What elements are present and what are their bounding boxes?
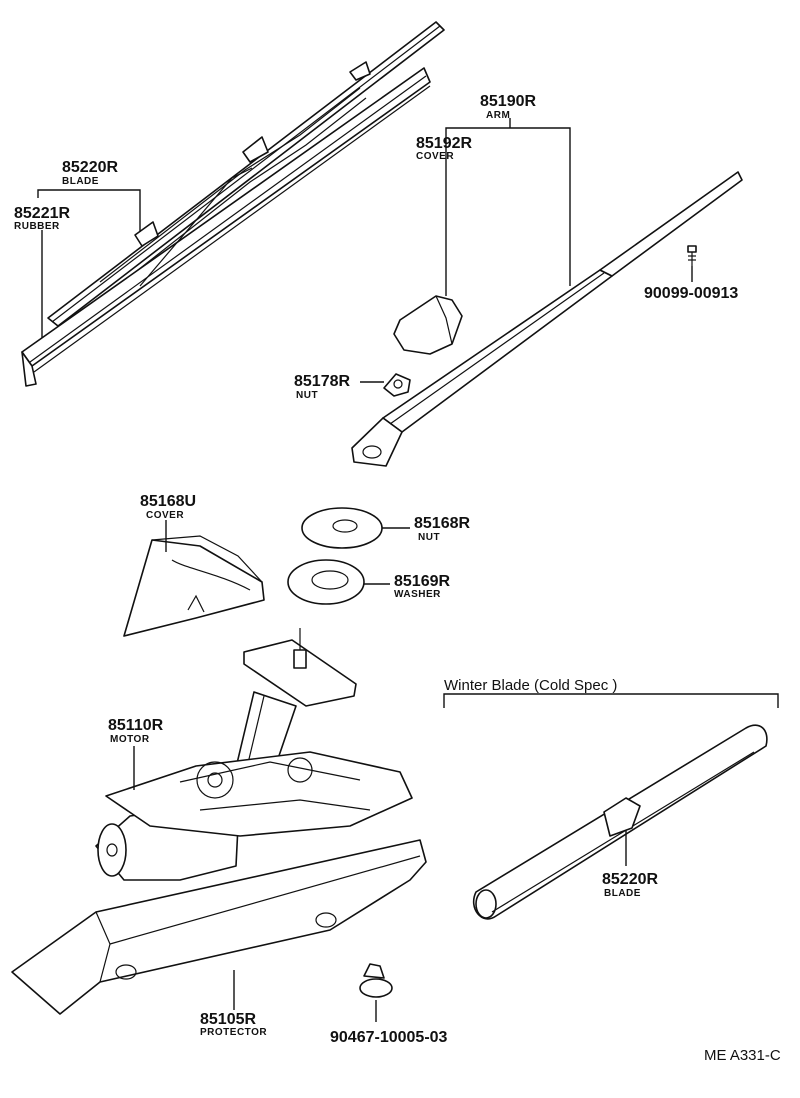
part-number: 85220R xyxy=(602,871,658,888)
label-rubber: 85221R RUBBER xyxy=(14,205,70,232)
label-pivot-nut: 85168R NUT xyxy=(414,515,470,543)
washer-drawing xyxy=(287,559,365,605)
part-name: BLADE xyxy=(62,176,99,187)
screw-drawing xyxy=(687,245,697,266)
label-winter-header: Winter Blade (Cold Spec ) xyxy=(444,677,617,694)
label-arm-nut: 85178R NUT xyxy=(294,373,350,401)
clip-drawing xyxy=(359,963,393,998)
motor-cover-drawing xyxy=(123,535,265,637)
part-name: COVER xyxy=(146,510,184,521)
arm-nut-drawing xyxy=(383,373,411,397)
label-washer: 85169R WASHER xyxy=(394,573,450,600)
part-number: 85220R xyxy=(62,159,118,176)
label-motor-cover: 85168U COVER xyxy=(140,493,196,521)
leader-lines xyxy=(37,118,779,1022)
label-arm-cover: 85192R COVER xyxy=(416,135,472,162)
label-screw: 90099-00913 xyxy=(644,285,738,302)
part-name: NUT xyxy=(418,532,440,543)
label-protector: 85105R PROTECTOR xyxy=(200,1011,267,1038)
arm-drawing xyxy=(351,171,743,467)
part-name: WASHER xyxy=(394,589,441,600)
part-number: 85105R xyxy=(200,1011,256,1028)
drawing-code: ME A331-C xyxy=(704,1047,781,1064)
pivot-nut-drawing xyxy=(301,507,383,549)
label-motor: 85110R MOTOR xyxy=(108,717,164,745)
part-number: 85169R xyxy=(394,573,450,590)
rubber-drawing xyxy=(21,67,431,387)
part-number: 90467-10005-03 xyxy=(330,1029,448,1046)
arm-cover-drawing xyxy=(393,295,463,355)
label-drawing-code: ME A331-C xyxy=(704,1047,781,1064)
part-number: 85192R xyxy=(416,135,472,152)
part-name: COVER xyxy=(416,151,454,162)
motor-drawing xyxy=(95,628,413,881)
part-name: ARM xyxy=(486,110,510,121)
part-number: 85221R xyxy=(14,205,70,222)
part-number: 85190R xyxy=(480,93,536,110)
label-clip: 90467-10005-03 xyxy=(330,1029,448,1046)
label-arm: 85190R ARM xyxy=(480,93,536,121)
part-number: 85110R xyxy=(108,717,164,734)
part-number: 85178R xyxy=(294,373,350,390)
blade-top-drawing xyxy=(47,21,445,327)
label-winter-blade: 85220R BLADE xyxy=(602,871,658,899)
part-number: 85168R xyxy=(414,515,470,532)
part-name: NUT xyxy=(296,390,318,401)
winter-section-header: Winter Blade (Cold Spec ) xyxy=(444,677,617,694)
part-name: MOTOR xyxy=(110,734,150,745)
part-name: RUBBER xyxy=(14,221,60,232)
part-name: BLADE xyxy=(604,888,641,899)
part-number: 85168U xyxy=(140,493,196,510)
part-name: PROTECTOR xyxy=(200,1027,267,1038)
part-number: 90099-00913 xyxy=(644,285,738,302)
label-blade-top: 85220R BLADE xyxy=(62,159,118,187)
winter-blade-drawing xyxy=(472,724,768,920)
protector-drawing xyxy=(11,839,427,1015)
